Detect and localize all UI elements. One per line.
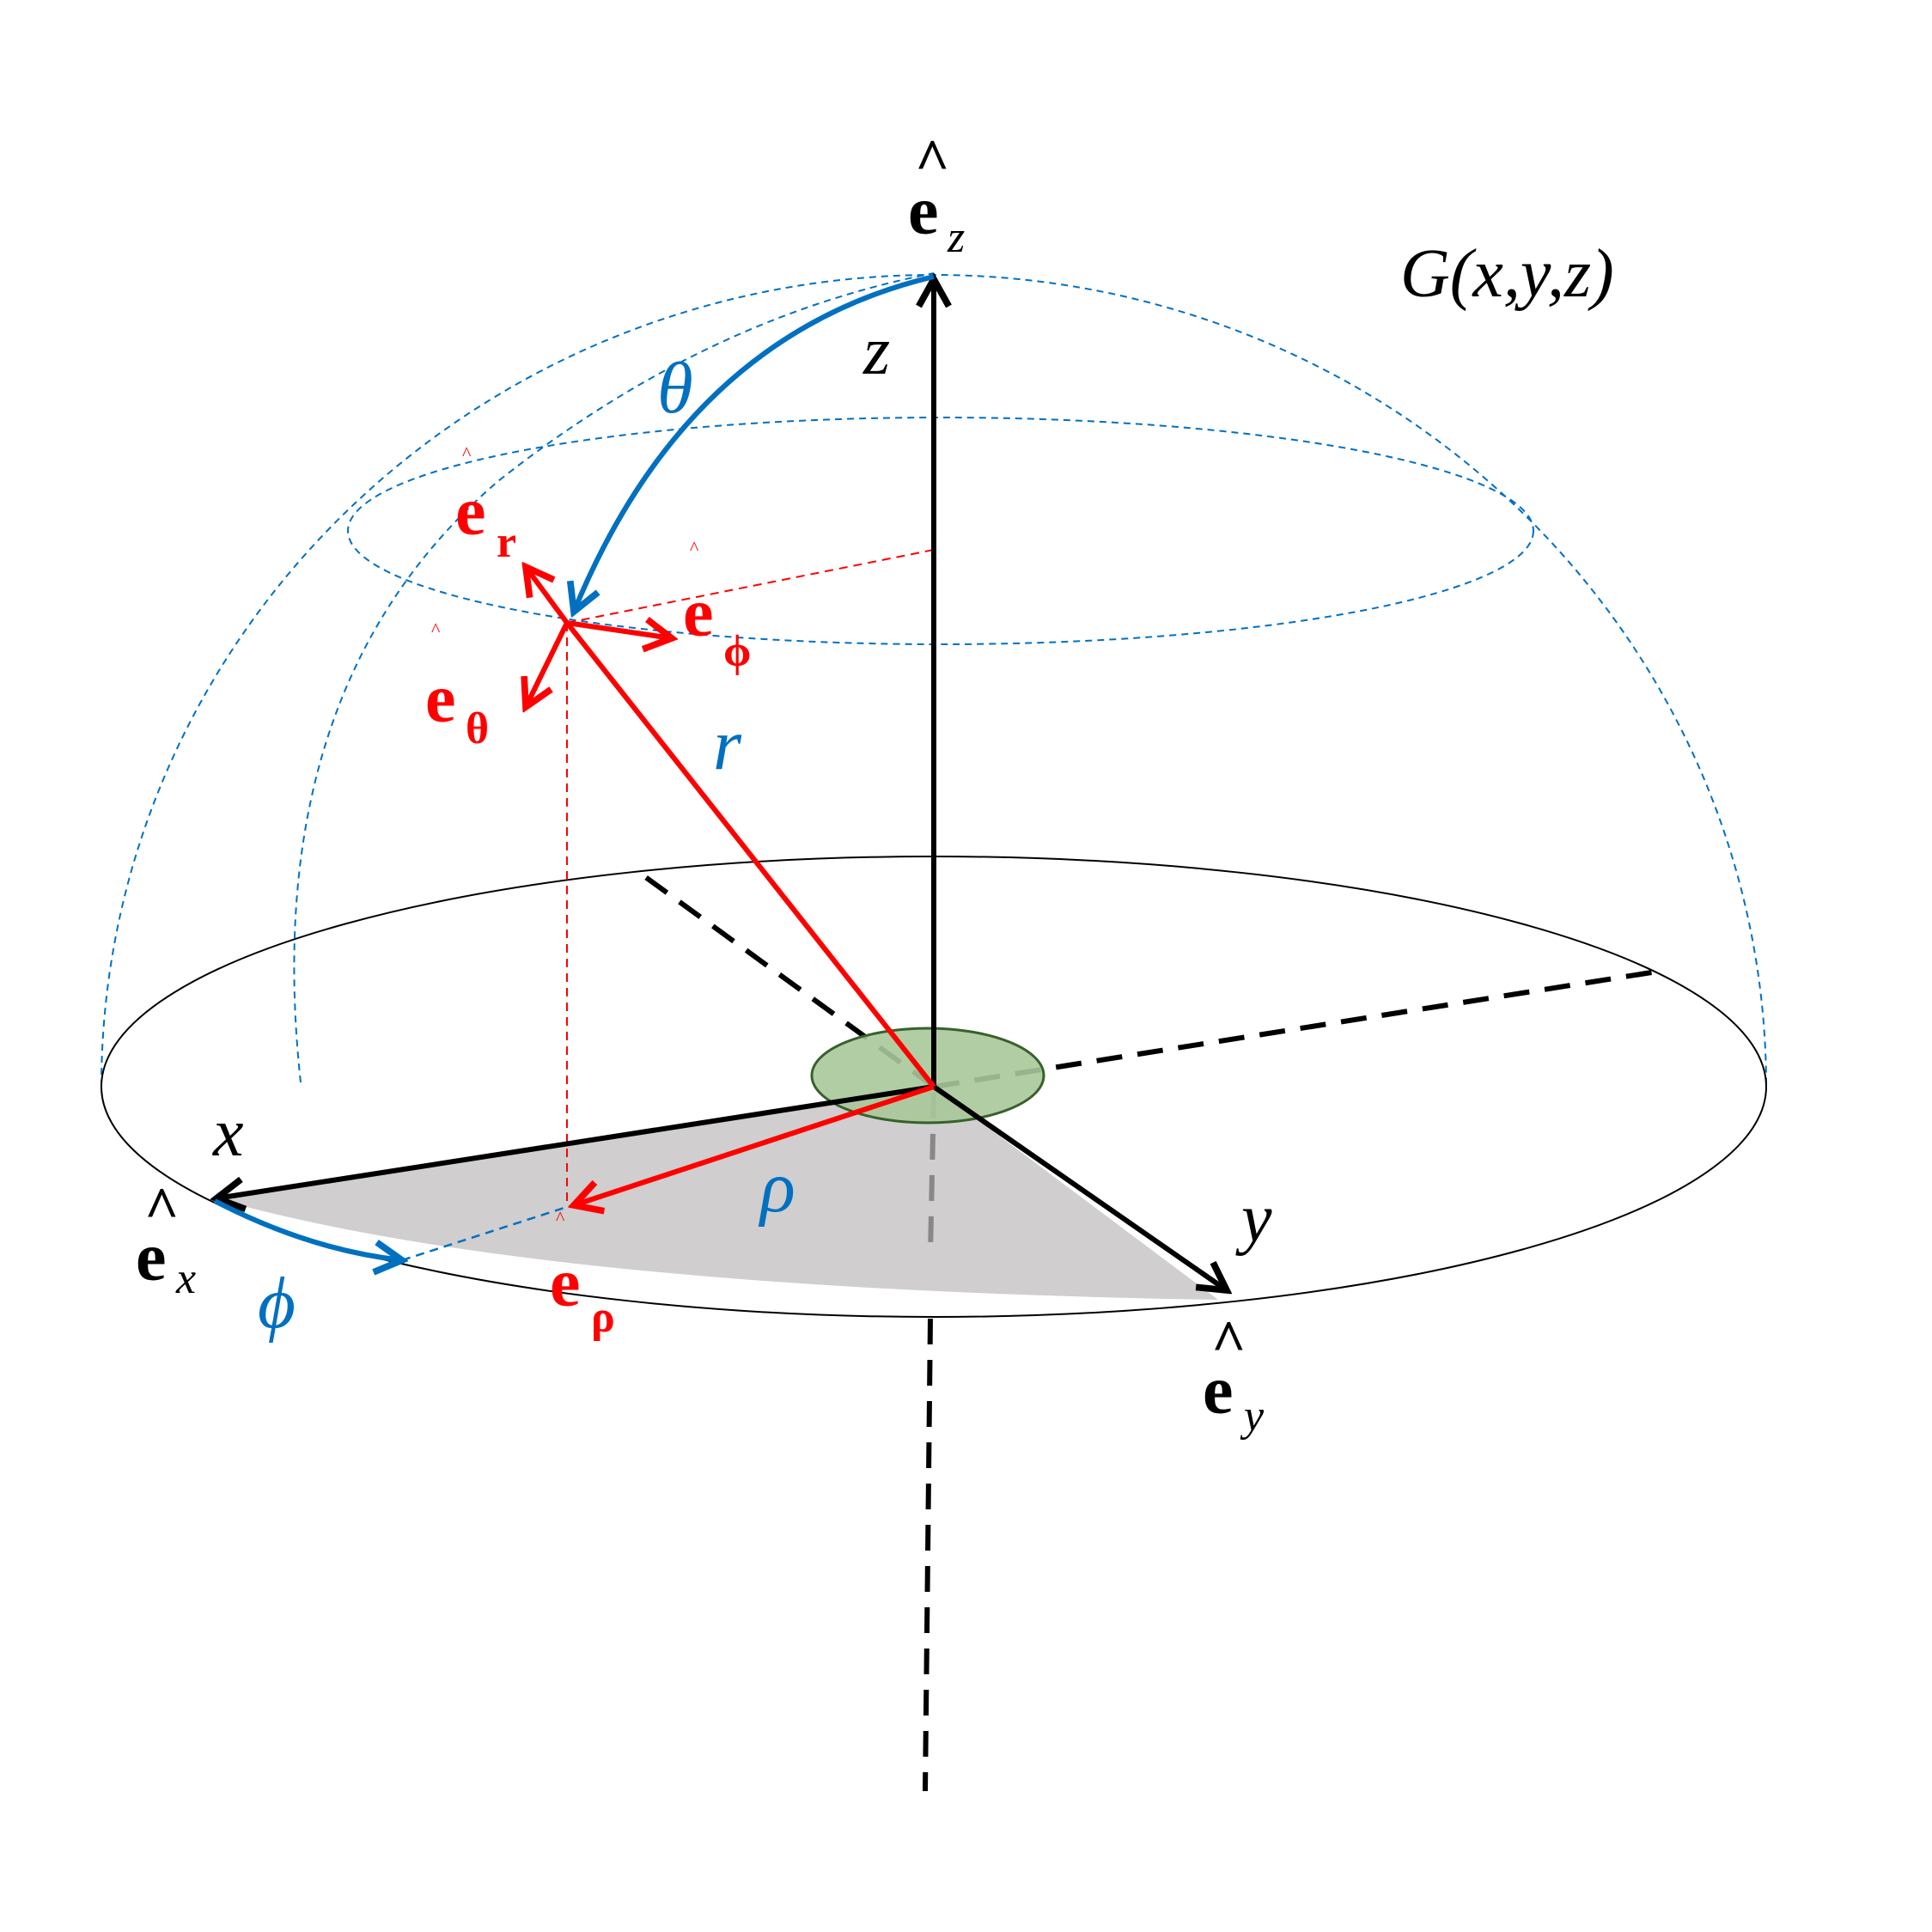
etheta-label: ^ e θ xyxy=(425,619,489,753)
ephi-label: ^ e ϕ xyxy=(683,537,751,676)
rho-label: ρ xyxy=(758,1147,795,1228)
latitude-circle xyxy=(347,417,1534,645)
erho-hat: ^ xyxy=(556,1207,565,1228)
theta-arc xyxy=(574,274,935,612)
ex-hat: ^ xyxy=(144,1176,180,1242)
er-sub: r xyxy=(497,518,516,567)
erho-base: e xyxy=(550,1246,581,1321)
erho-label: ^ e ρ xyxy=(550,1207,615,1342)
ez-hat: ^ xyxy=(915,128,950,194)
er-hat: ^ xyxy=(462,442,472,464)
etheta-vector xyxy=(526,621,570,707)
function-title: G(x,y,z) xyxy=(1400,236,1614,312)
etheta-base: e xyxy=(425,661,456,737)
r-label: r xyxy=(713,704,742,785)
ex-base: e xyxy=(136,1220,167,1295)
z-axis-label: z xyxy=(862,314,890,389)
etheta-hat: ^ xyxy=(431,619,441,640)
y-axis xyxy=(932,1084,1227,1290)
ez-base: e xyxy=(908,174,939,249)
r-vector xyxy=(564,621,936,1088)
shaded-xy-sector xyxy=(215,1087,1218,1300)
neg-z-axis xyxy=(923,1318,933,1792)
ez-label: ^ e z xyxy=(908,128,965,262)
ey-label: ^ e y xyxy=(1203,1309,1265,1441)
ephi-hat: ^ xyxy=(690,537,699,558)
rho-vector xyxy=(574,1084,935,1205)
er-vector xyxy=(526,567,570,625)
y-axis-label: y xyxy=(1235,1181,1272,1257)
phi-arc xyxy=(213,1198,402,1260)
neg-z-axis-gray xyxy=(928,1092,936,1255)
x-axis xyxy=(216,1084,935,1198)
ey-base: e xyxy=(1203,1353,1234,1429)
ey-hat: ^ xyxy=(1211,1309,1246,1375)
ez-sub: z xyxy=(947,213,965,262)
ex-sub: x xyxy=(175,1254,196,1303)
etheta-sub: θ xyxy=(466,704,489,753)
erho-sub: ρ xyxy=(591,1293,615,1342)
er-base: e xyxy=(455,474,486,550)
x-axis-label: x xyxy=(212,1095,244,1171)
ephi-vector xyxy=(566,623,672,638)
ex-label: ^ e x xyxy=(136,1176,196,1303)
theta-label: θ xyxy=(657,348,693,429)
phi-label: ϕ xyxy=(258,1263,296,1344)
ephi-sub: ϕ xyxy=(723,627,751,676)
ey-sub: y xyxy=(1240,1392,1265,1441)
ephi-base: e xyxy=(683,576,714,651)
er-label: ^ e r xyxy=(455,442,516,567)
projection-horizontal xyxy=(566,549,935,624)
meridian-top xyxy=(293,272,935,1083)
